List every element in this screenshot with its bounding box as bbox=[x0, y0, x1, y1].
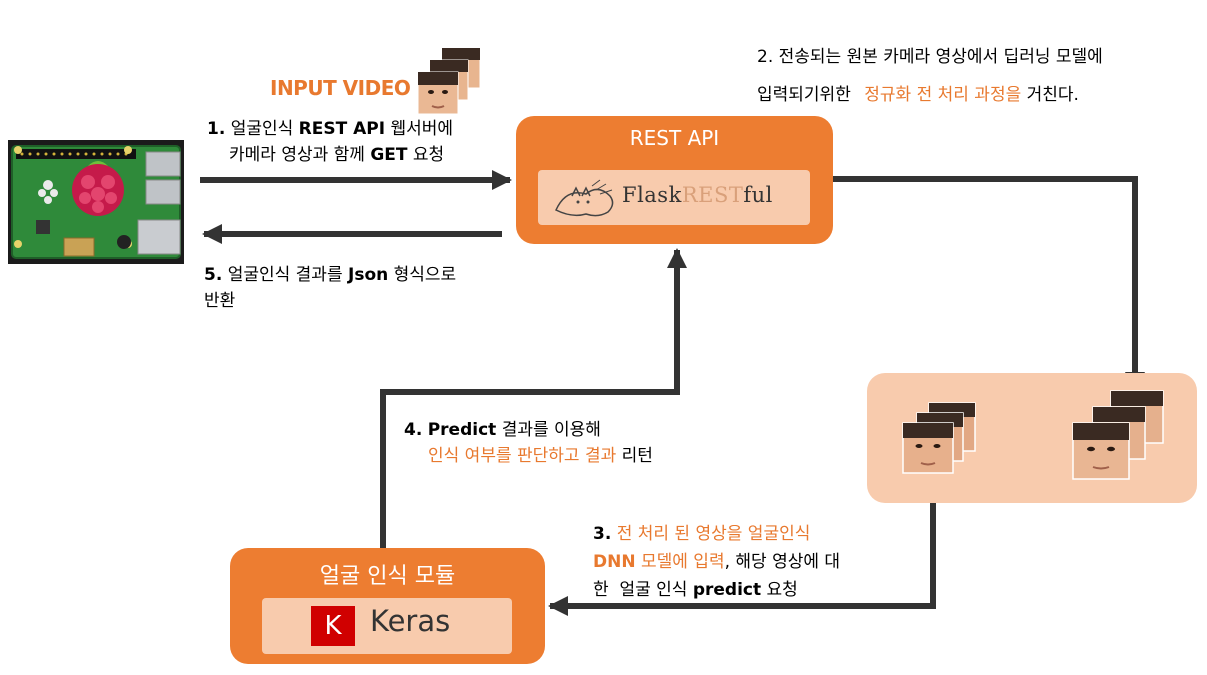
raw-face-frames-icon bbox=[1072, 390, 1164, 480]
step3-line3-post: 요청 bbox=[766, 580, 798, 600]
step4-line2-highlight: 인식 여부를 판단하고 결과 bbox=[428, 446, 617, 466]
step5-line2: 반환 bbox=[204, 291, 236, 311]
input-face-frames-icon bbox=[418, 48, 481, 115]
flask-word-b: REST bbox=[681, 183, 744, 207]
keras-wordmark: Keras bbox=[370, 604, 451, 638]
step5-line1-pre: 얼굴인식 결과를 bbox=[227, 265, 343, 285]
step3-line3-pre: 한 얼굴 인식 bbox=[593, 580, 688, 600]
step4-line2-post: 리턴 bbox=[621, 446, 653, 466]
arrow-preprocess bbox=[833, 176, 1145, 392]
step3-text: 3. 전 처리 된 영상을 얼굴인식 DNN 모델에 입력, 해당 영상에 대 … bbox=[593, 520, 840, 604]
rest-api-title: REST API bbox=[629, 126, 720, 150]
raspberry-pi-board-icon bbox=[8, 140, 184, 264]
step3-line1-highlight: 전 처리 된 영상을 얼굴인식 bbox=[616, 524, 811, 544]
step5-text: 5. 얼굴인식 결과를 Json 형식으로 반환 bbox=[204, 262, 456, 314]
step3-line2-post: , 해당 영상에 대 bbox=[724, 552, 841, 572]
flask-restful-wordmark: FlaskRESTful bbox=[622, 183, 773, 207]
preprocessing-box bbox=[867, 373, 1197, 503]
arrow-predict-result bbox=[380, 248, 687, 548]
step2-line2-highlight: 정규화 전 처리 과정을 bbox=[864, 85, 1022, 105]
step3-number: 3. bbox=[593, 524, 612, 544]
flask-cat-icon bbox=[555, 179, 614, 217]
step2-text: 2. 전송되는 원본 카메라 영상에서 딥러닝 모델에 입력되기위한 정규화 전… bbox=[757, 38, 1103, 114]
step2-line2-pre: 입력되기위한 bbox=[757, 85, 851, 105]
step3-line2-highlight-bold: DNN bbox=[593, 552, 636, 572]
step4-line1-post: 결과를 이용해 bbox=[501, 420, 601, 440]
step1-line2-post: 요청 bbox=[412, 145, 445, 165]
step1-line1-post: 웹서버에 bbox=[390, 119, 454, 139]
step1-line1-pre: 얼굴인식 bbox=[230, 119, 294, 139]
step4-line1-bold: Predict bbox=[427, 420, 497, 440]
step1-number: 1. bbox=[207, 119, 226, 139]
flask-restful-logo: FlaskRESTful bbox=[538, 170, 810, 225]
step5-line1-bold: Json bbox=[348, 265, 389, 285]
step5-line1-post: 형식으로 bbox=[393, 265, 457, 285]
step1-text: 1. 얼굴인식 REST API 웹서버에 카메라 영상과 함께 GET 요청 bbox=[207, 116, 453, 168]
keras-logo: K Keras bbox=[262, 598, 512, 654]
step2-line2-post: 거친다. bbox=[1026, 85, 1079, 105]
step1-line2-pre: 카메라 영상과 함께 bbox=[229, 145, 365, 165]
step3-line3-bold: predict bbox=[692, 580, 762, 600]
step2-line1: 2. 전송되는 원본 카메라 영상에서 딥러닝 모델에 bbox=[757, 47, 1103, 67]
step1-line1-bold: REST API bbox=[298, 119, 386, 139]
flask-word-c: ful bbox=[743, 183, 773, 207]
step1-line2-bold: GET bbox=[370, 145, 408, 165]
step4-number: 4. bbox=[404, 420, 423, 440]
rest-api-box: REST API FlaskRESTful bbox=[516, 116, 833, 244]
face-module-title: 얼굴 인식 모듈 bbox=[319, 564, 456, 589]
step5-number: 5. bbox=[204, 265, 223, 285]
arrow-predict-request bbox=[548, 470, 936, 616]
step4-text: 4. Predict 결과를 이용해 인식 여부를 판단하고 결과 리턴 bbox=[404, 417, 653, 469]
keras-logo-icon: K bbox=[311, 606, 355, 646]
normalized-face-frames-icon bbox=[902, 402, 976, 474]
flask-word-a: Flask bbox=[622, 183, 682, 207]
input-video-label: INPUT VIDEO bbox=[270, 76, 411, 100]
face-recognition-module-box: 얼굴 인식 모듈 K Keras bbox=[230, 548, 545, 664]
step3-line2-highlight: 모델에 입력 bbox=[640, 552, 725, 572]
